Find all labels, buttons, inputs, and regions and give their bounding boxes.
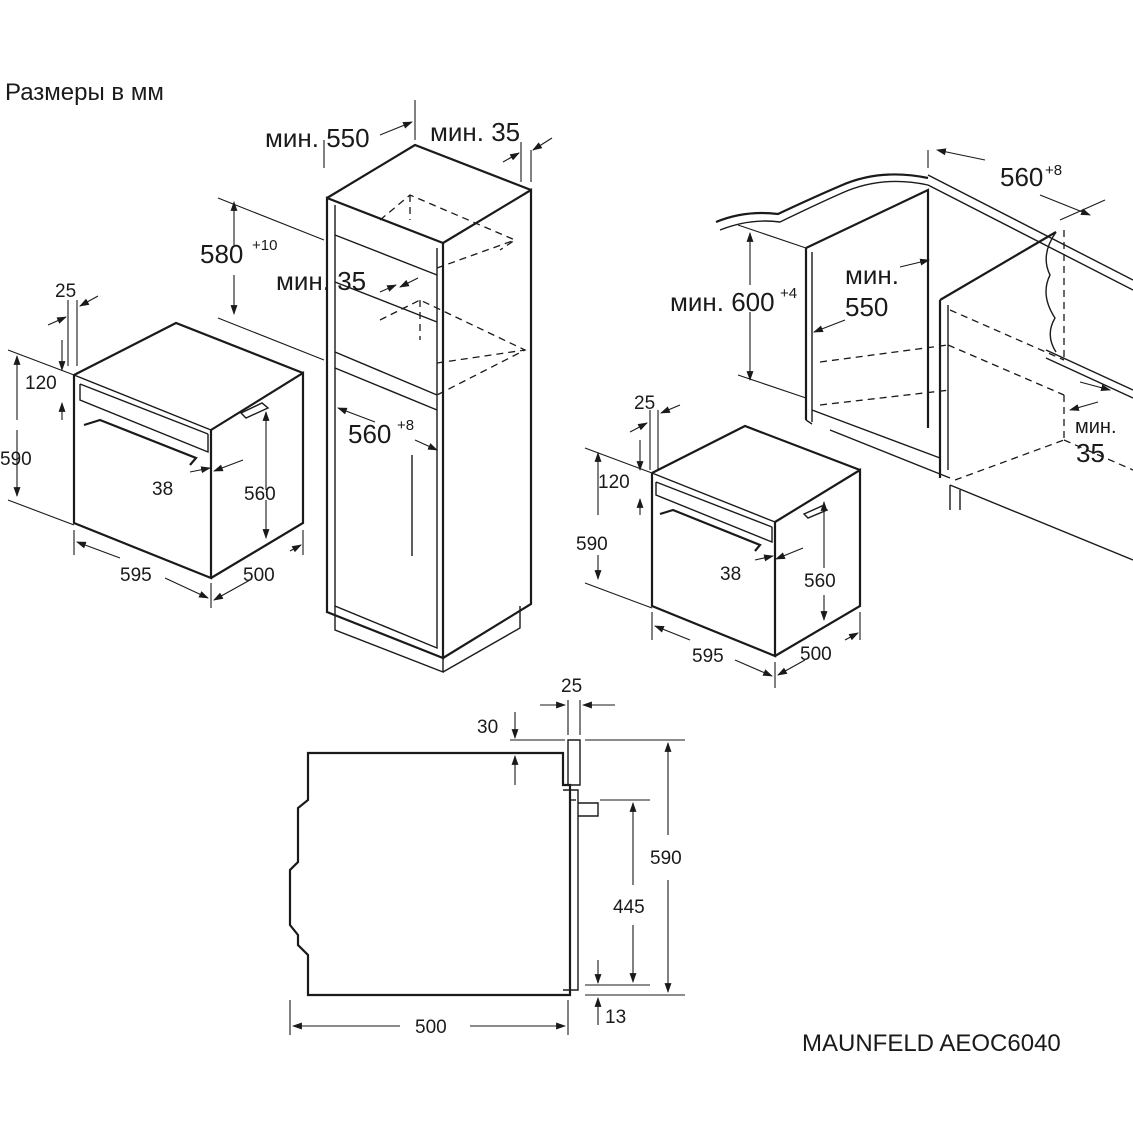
label-width: 595 xyxy=(120,565,152,586)
label-min-depth: мин. 550 xyxy=(265,123,370,153)
label-height: 590 xyxy=(0,449,32,470)
label-panel-thickness: 25 xyxy=(55,281,76,302)
label-s-bottom-gap: 13 xyxy=(605,1007,626,1028)
page-title: Размеры в мм xyxy=(5,79,164,106)
label-niche-width-tol: +8 xyxy=(397,417,414,434)
oven-left-drawing xyxy=(72,321,305,580)
under-counter-drawing xyxy=(715,173,1133,561)
label-r-width: 595 xyxy=(692,646,724,667)
side-view-dimensions xyxy=(289,700,685,1035)
label-uc-min-gap-1: мин. xyxy=(1075,416,1117,438)
label-r-depth: 500 xyxy=(800,644,832,665)
label-handle: 38 xyxy=(152,479,173,500)
label-uc-niche-width: 560 xyxy=(1000,162,1043,192)
label-niche-height-tol: +10 xyxy=(252,237,277,254)
label-s-panel-thickness: 25 xyxy=(561,676,582,697)
label-top-offset: 120 xyxy=(25,373,57,394)
label-uc-min-depth-1: мин. xyxy=(845,260,899,290)
label-niche-width: 560 xyxy=(348,419,391,449)
under-counter-labels: 560 +8 мин. 600 +4 мин. 550 мин. 35 xyxy=(670,162,1117,468)
side-view-labels: 25 30 590 445 500 13 xyxy=(415,676,682,1038)
label-uc-niche-width-tol: +8 xyxy=(1045,162,1062,179)
label-uc-min-depth-2: 550 xyxy=(845,292,888,322)
label-depth: 500 xyxy=(243,565,275,586)
oven-left-labels: 25 120 590 38 560 595 500 xyxy=(0,281,276,586)
label-s-top-gap: 30 xyxy=(477,717,498,738)
label-min-gap-rear: мин. 35 xyxy=(430,117,520,147)
label-s-depth: 500 xyxy=(415,1017,447,1038)
label-r-handle: 38 xyxy=(720,564,741,585)
label-r-body-height: 560 xyxy=(804,571,836,592)
tall-cabinet-labels: мин. 550 мин. 35 580 +10 мин. 35 560 +8 xyxy=(200,117,520,449)
model-name: MAUNFELD AEOC6040 xyxy=(802,1030,1061,1057)
tall-cabinet-dimensions xyxy=(217,100,553,451)
label-r-top-offset: 120 xyxy=(598,472,630,493)
label-s-handle-height: 445 xyxy=(613,897,645,918)
tall-cabinet-drawing xyxy=(325,143,533,674)
under-counter-dimensions xyxy=(737,148,1111,411)
label-r-height: 590 xyxy=(576,534,608,555)
label-niche-height: 580 xyxy=(200,239,243,269)
label-uc-min-gap-2: 35 xyxy=(1076,438,1105,468)
label-uc-min-height: мин. 600 xyxy=(670,287,775,317)
label-r-panel-thickness: 25 xyxy=(634,393,655,414)
oven-right-labels: 25 120 590 38 560 595 500 xyxy=(576,393,836,667)
oven-left-dimensions xyxy=(7,295,304,608)
label-min-gap-shelf: мин. 35 xyxy=(276,266,366,296)
label-uc-min-height-tol: +4 xyxy=(780,285,797,302)
side-view-drawing xyxy=(288,739,599,997)
label-body-height: 560 xyxy=(244,484,276,505)
oven-right-dimensions xyxy=(584,404,861,688)
label-s-total-height: 590 xyxy=(650,848,682,869)
oven-right-drawing xyxy=(650,424,862,658)
